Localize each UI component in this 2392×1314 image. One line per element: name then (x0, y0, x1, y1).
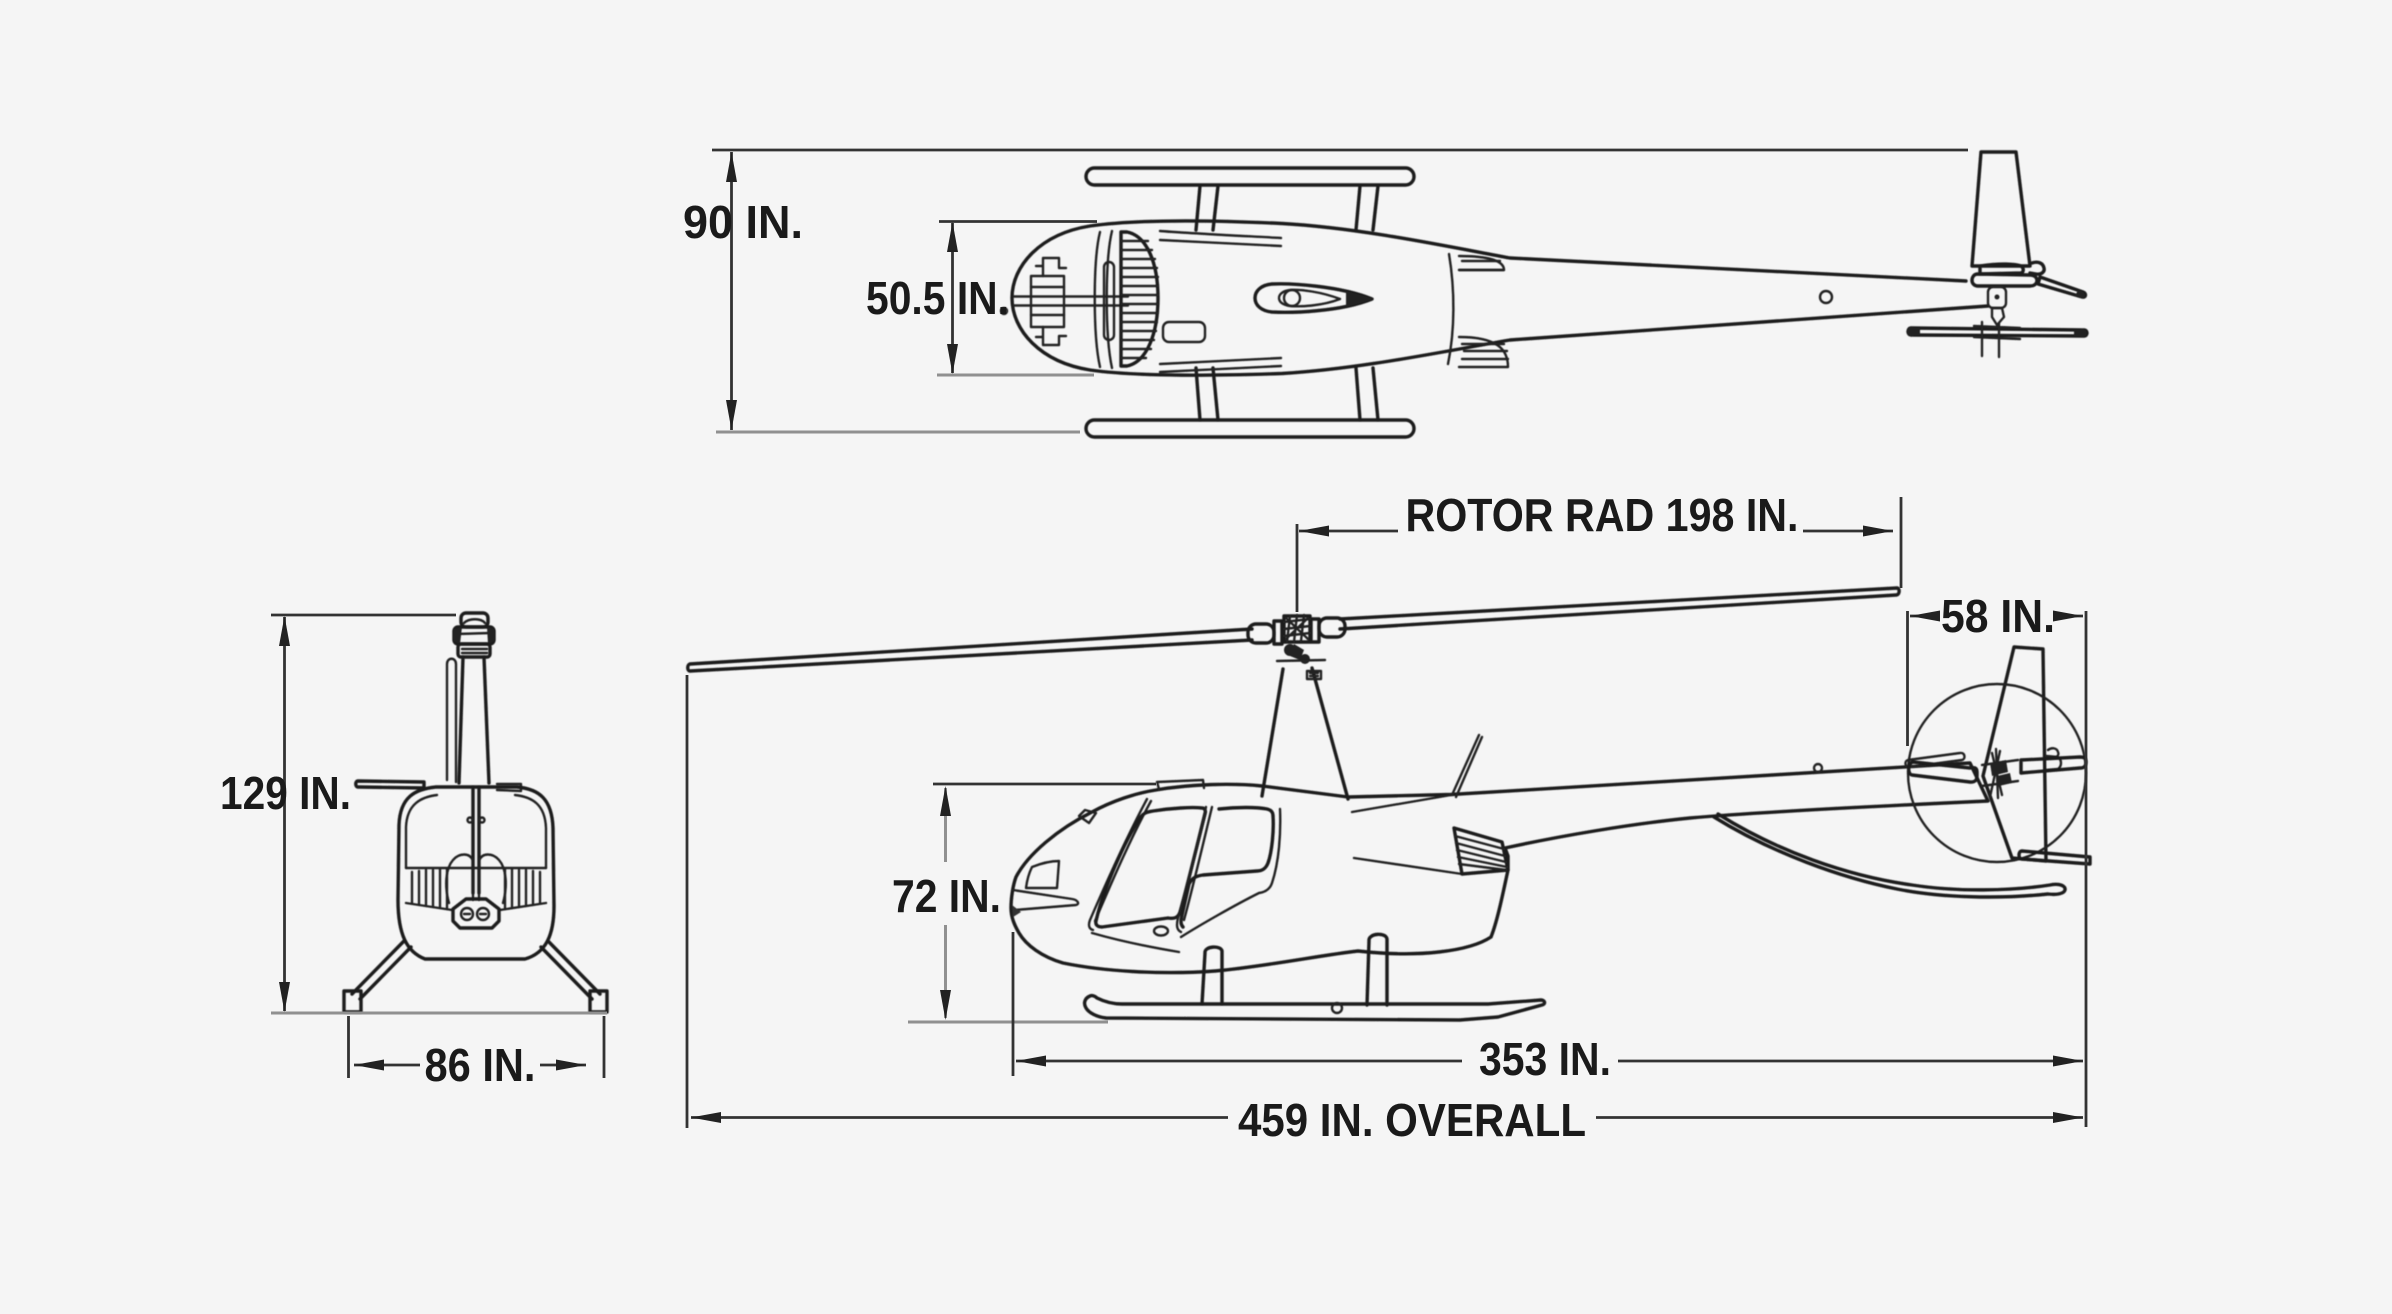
svg-text:86 IN.: 86 IN. (425, 1039, 536, 1091)
svg-text:90 IN.: 90 IN. (683, 196, 803, 248)
svg-text:353 IN.: 353 IN. (1479, 1033, 1611, 1085)
svg-text:72 IN.: 72 IN. (892, 870, 1001, 922)
svg-text:50.5 IN.: 50.5 IN. (866, 272, 1009, 324)
svg-text:ROTOR RAD 198 IN.: ROTOR RAD 198 IN. (1406, 489, 1799, 541)
svg-text:58 IN.: 58 IN. (1941, 590, 2055, 642)
svg-text:129 IN.: 129 IN. (220, 767, 351, 819)
svg-text:459 IN. OVERALL: 459 IN. OVERALL (1238, 1094, 1586, 1146)
